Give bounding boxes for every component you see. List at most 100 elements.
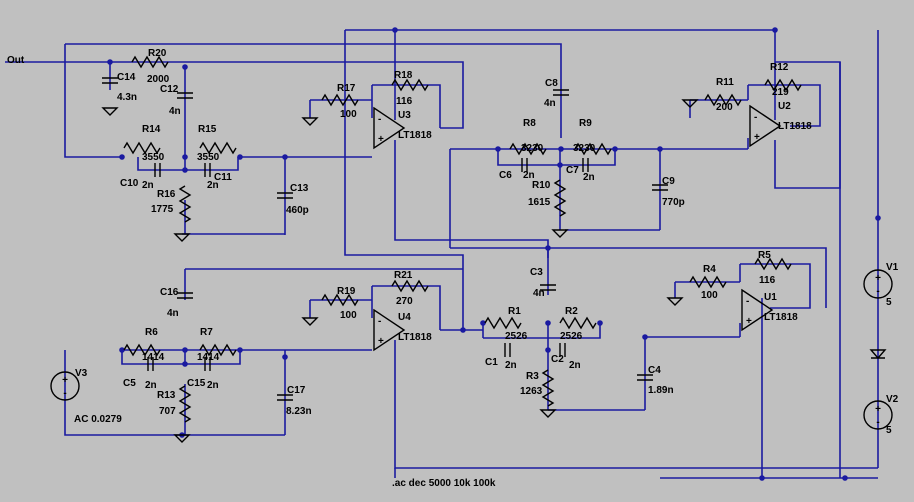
capacitor-name: C6 [499,170,512,181]
opamp-minus-sign: - [378,114,381,125]
wire [121,350,241,365]
ground-symbol [173,233,191,242]
capacitor-value: 4n [169,106,181,117]
resistor-name: R9 [579,118,592,129]
wire [64,44,122,158]
capacitor-name: C8 [545,78,558,89]
resistor-value: 1414 [197,352,220,363]
junction-dot [182,167,188,173]
source-name: V1 [886,262,899,273]
resistor-value: 2526 [560,331,583,342]
resistor-r14: R14 3550 [123,124,165,163]
resistor-symbol [704,93,742,107]
source-v2: +-V25 [863,394,899,436]
wire [748,84,821,127]
capacitor-name: C10 [120,178,139,189]
capacitor-symbol [102,77,118,84]
capacitor-value: 2n [505,360,517,371]
capacitor-value: 1.89n [648,385,674,396]
capacitor-value: 770p [662,197,685,208]
opamp-name: U3 [398,110,411,121]
resistor-name: R1 [508,306,521,317]
capacitor-symbol [553,89,569,96]
junction-dot [875,215,881,221]
capacitor-symbol [637,374,653,381]
junction-dot [119,347,125,353]
capacitor-name: C13 [290,183,309,194]
wire [372,285,441,330]
resistor-name: R15 [198,124,217,135]
opamp-minus-sign: - [746,296,749,307]
capacitor-value: 460p [286,205,309,216]
source-v1: +-V15 [863,262,899,308]
ground-symbol [301,117,319,126]
junction-dot [237,154,243,160]
junction-dot [282,354,288,360]
spice-directive: .ac dec 5000 10k 100k [392,478,496,489]
junction-dot [842,475,848,481]
ground-symbol [551,229,569,238]
resistor-symbol [559,316,597,330]
source-value: 5 [886,425,892,436]
capacitor-name: C15 [187,378,206,389]
resistor-symbol [689,275,727,289]
resistor-name: R16 [157,189,176,200]
opamp-model: LT1818 [778,121,812,132]
wire [5,61,464,129]
source-minus-sign: - [63,388,66,399]
capacitor-value: 4.3n [117,92,137,103]
opamp-name: U2 [778,101,791,112]
junction-dot [392,27,398,33]
wire [497,149,616,166]
source-plus-sign: + [875,404,881,415]
resistor-symbol [764,78,802,92]
capacitor-c13: C13 460p [277,183,309,216]
resistor-name: R12 [770,62,789,73]
resistor-value: 3550 [142,152,165,163]
resistor-r5: R5 116 [754,250,792,286]
resistor-name: R5 [758,250,771,261]
resistor-value: 2000 [147,74,170,85]
junction-dot [612,146,618,152]
source-name: V3 [75,368,88,379]
resistor-value: 270 [396,296,413,307]
resistor-name: R14 [142,124,161,135]
capacitor-name: C11 [214,172,232,183]
junction-dot [282,154,288,160]
opamp-symbol [749,104,782,148]
ground-symbol [539,409,557,418]
capacitor-name: C9 [662,176,675,187]
resistor-value: 116 [759,275,776,286]
capacitor-c3: C3 4n [530,267,556,299]
junction-dot [182,361,188,367]
junction-dot [237,347,243,353]
resistor-value: 200 [716,102,733,113]
resistor-name: R19 [337,286,356,297]
resistor-name: R13 [157,390,176,401]
resistor-value: 3230 [521,143,544,154]
junction-dot [545,347,551,353]
resistor-symbol [754,257,792,271]
capacitor-value: 4n [533,288,545,299]
opamp-symbol [373,106,406,150]
wire [483,323,601,339]
capacitor-symbol [277,192,293,199]
source-value: 5 [886,297,892,308]
capacitor-symbol [177,92,193,99]
capacitor-name: C3 [530,267,543,278]
